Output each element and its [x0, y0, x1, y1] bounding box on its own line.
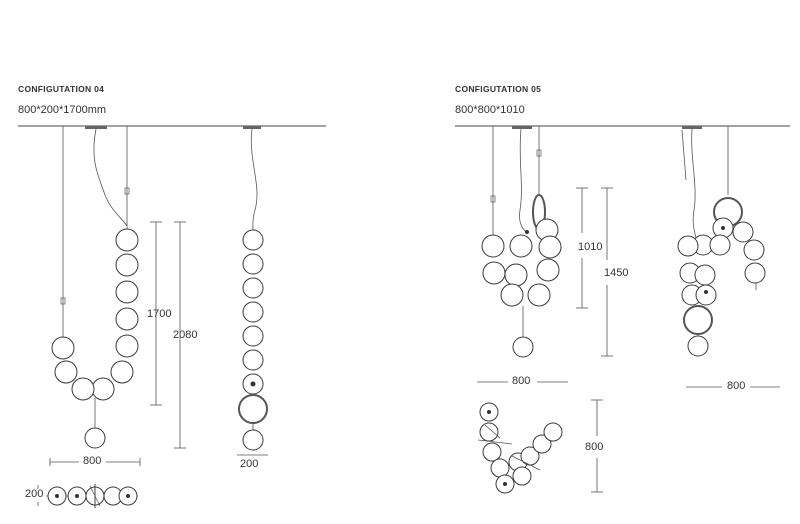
config05-right-pendant	[677, 126, 766, 357]
dim-800-config05-plan: 800	[585, 441, 604, 453]
config05-heading: CONFIGUTATION 05	[455, 84, 542, 94]
config04-vertical-pendant	[238, 128, 268, 451]
canopy-config04-right	[243, 126, 261, 129]
dim-800-config05-right: 800	[727, 380, 746, 392]
canopy-config05-left	[512, 126, 532, 129]
config04-plan-view	[46, 484, 138, 508]
canopy-config05-right	[682, 126, 702, 129]
dim-1700: 1700	[147, 308, 172, 320]
canopy-config04-left	[85, 126, 107, 129]
dim-1450: 1450	[604, 267, 629, 279]
dim-800-config05-left: 800	[512, 375, 531, 387]
dim-200-pendant: 200	[240, 458, 259, 470]
config04-u-chandelier	[51, 126, 139, 449]
dim-1010: 1010	[578, 241, 603, 253]
config04-size: 800*200*1700mm	[18, 104, 107, 116]
config05-cluster-chandelier	[481, 126, 562, 358]
config04-dimension-lines	[37, 221, 268, 506]
config05-size: 800*800*1010	[455, 104, 525, 116]
config05-dimension-lines	[477, 187, 780, 493]
config05-plan-view	[477, 402, 563, 494]
dim-800-config04: 800	[83, 455, 102, 467]
dim-2080: 2080	[173, 329, 198, 341]
config04-heading: CONFIGUTATION 04	[18, 84, 105, 94]
dim-200-plan: 200	[25, 488, 44, 500]
